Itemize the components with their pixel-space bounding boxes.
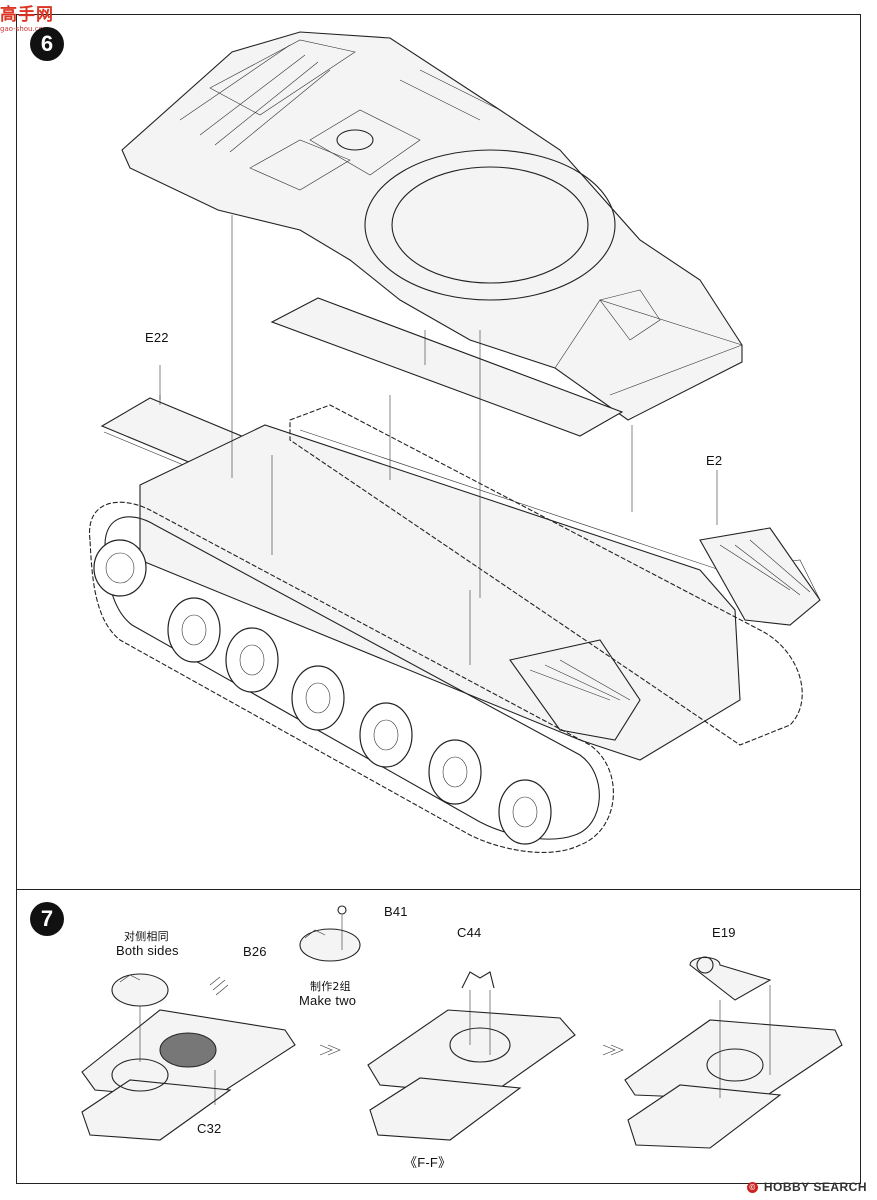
watermark-sub: gao-shou.com <box>0 25 50 33</box>
road-wheel-3 <box>291 665 345 731</box>
left-track <box>89 501 614 853</box>
step-6-number: 6 <box>40 31 54 56</box>
label-b26: B26 <box>243 944 267 959</box>
instruction-frame <box>16 14 861 1184</box>
road-wheel-1 <box>167 597 221 663</box>
watermark-main: 高手网 <box>0 5 54 25</box>
assembly-guide-lines <box>159 215 718 665</box>
label-c44: C44 <box>457 925 482 940</box>
label-section-ff: 《F-F》 <box>404 1155 452 1170</box>
label-e22: E22 <box>145 330 169 345</box>
idler-wheel <box>93 539 147 597</box>
step-6-diagram <box>89 31 821 853</box>
step-6-badge: 6 <box>30 27 64 61</box>
road-wheel-6 <box>498 779 552 845</box>
road-wheel-5 <box>428 739 482 805</box>
watermark-brand-text: HOBBY SEARCH <box>763 1180 867 1194</box>
step-7-badge: 7 <box>30 902 64 936</box>
label-both-sides-cn: 对侧相同 <box>124 930 169 943</box>
label-e19: E19 <box>712 925 736 940</box>
upper-hull <box>121 31 743 421</box>
label-both-sides-en: Both sides <box>116 943 179 958</box>
label-e2: E2 <box>706 453 723 468</box>
label-c32: C32 <box>197 1121 222 1136</box>
road-wheels <box>93 539 552 845</box>
lower-hull <box>139 424 821 761</box>
watermark-brand: © HOBBY SEARCH <box>747 1180 867 1194</box>
label-make-two-cn: 制作2组 <box>310 980 351 993</box>
copyright-icon: © <box>747 1182 759 1194</box>
step-7-number: 7 <box>40 906 54 931</box>
road-wheel-4 <box>359 702 413 768</box>
right-track <box>289 404 803 746</box>
label-b41: B41 <box>384 904 408 919</box>
step-divider <box>16 889 861 890</box>
watermark-logo: 高手网 gao-shou.com <box>0 0 54 33</box>
label-make-two-en: Make two <box>299 993 357 1008</box>
upper-fender-plate <box>270 297 624 437</box>
road-wheel-2 <box>225 627 279 693</box>
